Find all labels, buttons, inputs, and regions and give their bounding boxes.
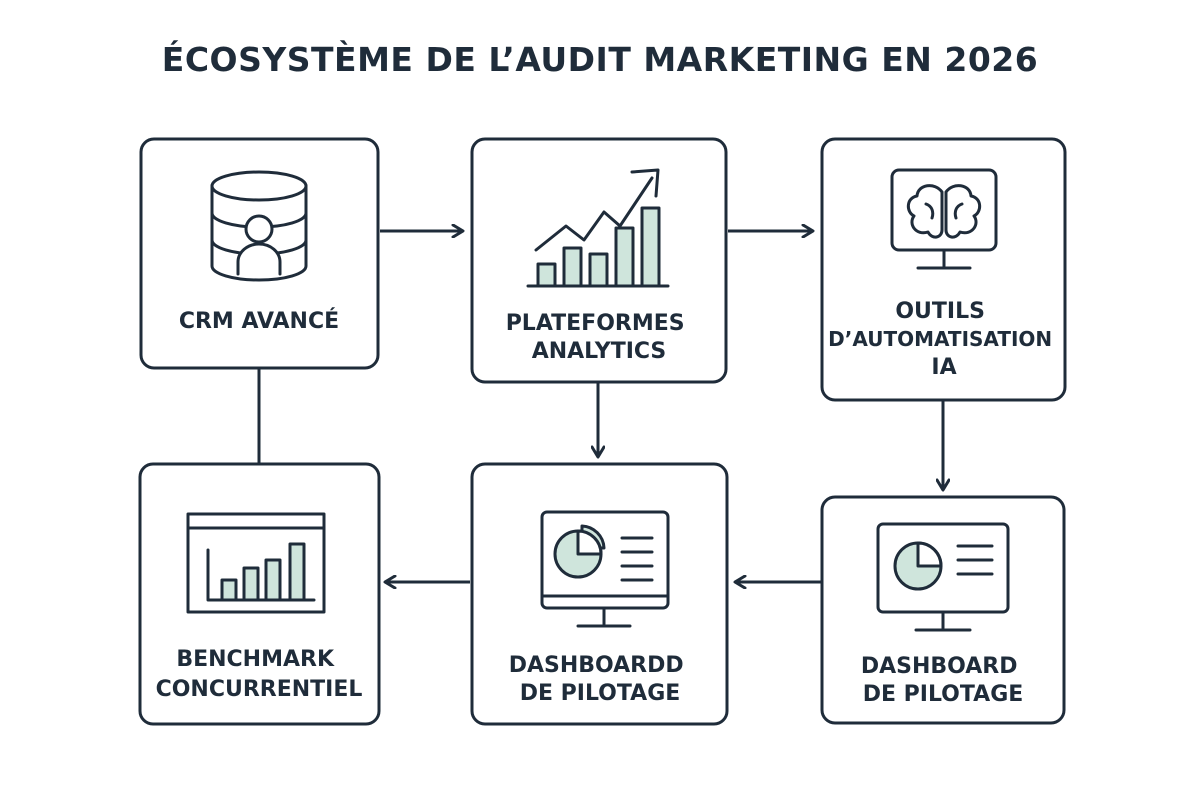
node-label-line: DE PILOTAGE [520, 681, 681, 706]
pie-chart-monitor-icon [876, 522, 1010, 632]
node-label: PLATEFORMES ANALYTICS [506, 311, 693, 364]
node-label: BENCHMARK CONCURRENTIEL [156, 647, 363, 702]
node-box [470, 462, 729, 726]
node-box [820, 495, 1066, 725]
diagram-title: ÉCOSYSTÈME DE L’AUDIT MARKETING EN 2026 [161, 40, 1039, 79]
node-label: CRM AVANCÉ [179, 308, 339, 334]
brain-monitor-icon [890, 168, 998, 270]
node-label-line: DE PILOTAGE [863, 682, 1024, 707]
node-label-line: DASHBOARD [861, 654, 1018, 679]
node-analytics: PLATEFORMES ANALYTICS [470, 137, 728, 384]
bar-chart-window-icon [186, 512, 326, 614]
node-label: DASHBOARDD DE PILOTAGE [509, 653, 692, 706]
node-label-line: OUTILS [895, 299, 985, 324]
node-dashboard-middle: DASHBOARDD DE PILOTAGE [470, 462, 729, 726]
database-user-icon [210, 170, 308, 282]
node-crm: CRM AVANCÉ [139, 137, 380, 370]
node-dashboard-right: DASHBOARD DE PILOTAGE [820, 495, 1066, 725]
node-label: DASHBOARD DE PILOTAGE [861, 654, 1025, 707]
node-label-line: PLATEFORMES [506, 311, 685, 336]
pie-chart-monitor-icon [540, 510, 670, 628]
node-label-line: BENCHMARK [176, 647, 335, 672]
node-label-line: D’AUTOMATISATION [828, 327, 1052, 351]
node-label-line: CONCURRENTIEL [156, 677, 363, 702]
node-label-line: IA [931, 355, 956, 380]
node-automation: OUTILS D’AUTOMATISATION IA [820, 137, 1067, 402]
node-label: OUTILS D’AUTOMATISATION IA [828, 299, 1060, 380]
trending-bar-chart-icon [526, 168, 670, 288]
node-label-line: DASHBOARDD [509, 653, 684, 678]
node-label-line: ANALYTICS [532, 339, 667, 364]
node-benchmark: BENCHMARK CONCURRENTIEL [138, 462, 381, 726]
edges [257, 231, 943, 582]
node-label-line: CRM AVANCÉ [179, 308, 339, 334]
